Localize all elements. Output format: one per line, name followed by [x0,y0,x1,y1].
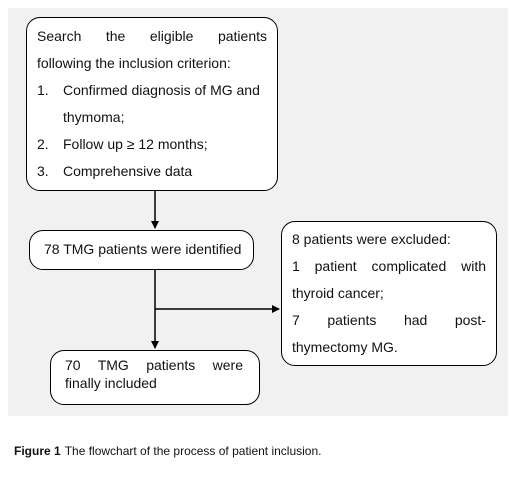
search-criteria-box: Search the eligible patients following t… [26,17,278,191]
criterion-3-number: 3. [37,163,49,179]
criterion-3: 3. Comprehensive data [37,158,267,185]
included-line-1: 70 TMG patients were [65,357,243,373]
search-intro-line-1: Search the eligible patients [37,28,267,44]
criterion-1-text-line-2: thymoma; [63,109,125,125]
search-intro-line-2: following the inclusion criterion: [37,55,231,71]
figure-label: Figure 1 [14,444,61,458]
criterion-3-text: Comprehensive data [63,163,193,179]
criterion-2: 2. Follow up ≥ 12 months; [37,131,267,158]
identified-box: 78 TMG patients were identified [29,230,254,270]
identified-text: 78 TMG patients were identified [44,241,242,257]
criterion-2-number: 2. [37,136,49,152]
criterion-2-text: Follow up ≥ 12 months; [63,136,208,152]
criterion-1-text-line-1: Confirmed diagnosis of MG and [63,82,260,98]
excluded-line-5: thymectomy MG. [292,339,398,355]
excluded-line-2: 1 patient complicated with [292,258,486,274]
figure-caption-text: The flowchart of the process of patient … [64,444,322,458]
criterion-1-number: 1. [37,82,49,98]
included-box: 70 TMG patients were finally included [50,350,260,405]
excluded-line-4: 7 patients had post- [292,312,486,328]
excluded-line-1: 8 patients were excluded: [292,231,451,247]
criterion-1: 1. Confirmed diagnosis of MG and [37,77,267,104]
excluded-box: 8 patients were excluded: 1 patient comp… [281,221,497,366]
included-line-2: finally included [65,374,157,391]
excluded-line-3: thyroid cancer; [292,285,384,301]
